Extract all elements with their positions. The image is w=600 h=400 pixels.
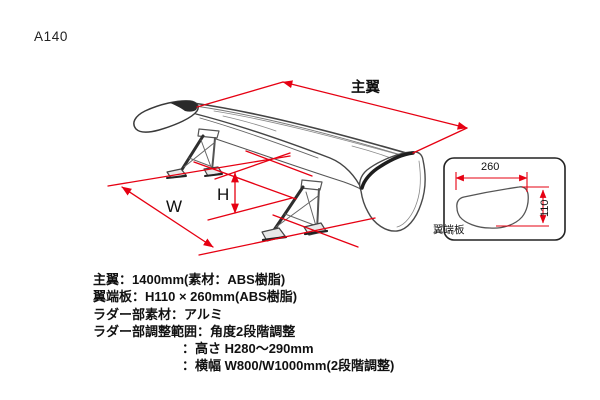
left-endplate-cap [133, 100, 199, 133]
left-stand [166, 128, 223, 179]
endplate-inset-diagram [443, 157, 566, 241]
right-stand [261, 179, 329, 242]
right-endplate [358, 151, 426, 232]
width-dimension-label: W [166, 197, 183, 216]
inset-width-value: 260 [481, 161, 500, 173]
spec-text-block: 主翼：1400mm(素材：ABS樹脂) 翼端板：H110 × 260mm(ABS… [93, 271, 394, 375]
spec-line-adjust-angle: ラダー部調整範囲：角度2段階調整 [93, 323, 296, 339]
spec-line-ladder-material: ラダー部素材：アルミ [93, 306, 223, 322]
inset-height-value: 110 [539, 199, 551, 217]
height-dimension-label: H [217, 185, 230, 204]
main-wing-dimension-label: 主翼 [351, 80, 380, 96]
spec-line-main-wing: 主翼：1400mm(素材：ABS樹脂) [93, 272, 286, 287]
spec-line-adjust-height: ：高さ H280～290mm [182, 341, 314, 357]
dimension-lines [107, 80, 468, 256]
spec-line-endplate: 翼端板：H110 × 260mm(ABS樹脂) [93, 289, 298, 305]
main-wing-drawing [133, 100, 426, 242]
inset-endplate-label: 翼端板 [433, 224, 465, 236]
product-code: A140 [34, 29, 68, 44]
spec-line-adjust-width: ：横幅 W800/W1000mm(2段階調整) [182, 358, 395, 374]
